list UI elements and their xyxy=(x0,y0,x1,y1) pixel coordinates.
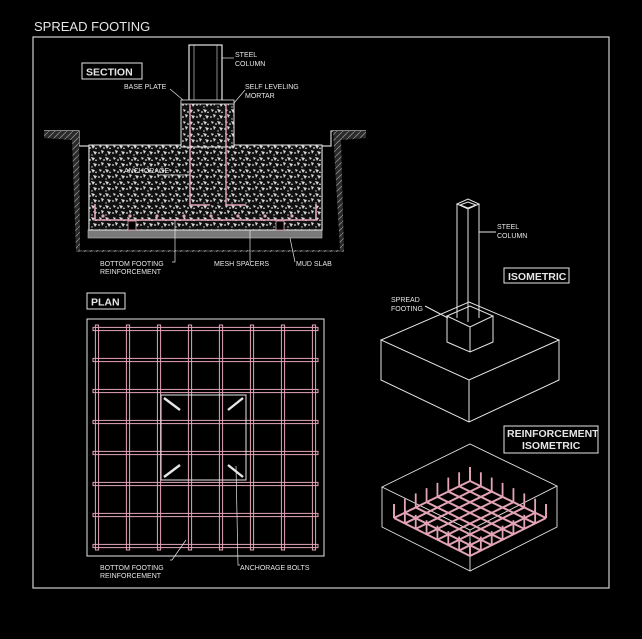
iso-rebar-bar xyxy=(426,495,504,536)
mud-slab xyxy=(87,229,323,239)
iso-rebar-bar xyxy=(447,490,525,530)
bottom-rebar-section xyxy=(94,204,317,221)
plan-lbl-bottom-footing-1: BOTTOM FOOTING xyxy=(100,565,164,572)
iso-rebar-bar xyxy=(436,495,514,536)
plan-rebar-vertical xyxy=(249,324,255,551)
iso-rebar-bar xyxy=(404,485,482,525)
plan-rebar-vertical xyxy=(311,324,317,551)
section-heading: SECTION xyxy=(86,67,133,79)
plan-rebar-vertical xyxy=(187,324,193,551)
plan-heading: PLAN xyxy=(91,297,120,309)
iso-lbl-spread-footing-1: SPREAD xyxy=(391,297,420,304)
footing-concrete xyxy=(88,144,323,231)
plan-rebar-horizontal xyxy=(92,419,319,425)
lbl-mud-slab: MUD SLAB xyxy=(296,261,332,268)
plan-rebar-horizontal xyxy=(92,481,319,487)
iso-rebar-bar xyxy=(426,501,504,541)
plan-lbl-bottom-footing-2: REINFORCEMENT xyxy=(100,573,162,580)
lbl-bottom-footing-1: BOTTOM FOOTING xyxy=(100,261,164,268)
iso-rebar-bar xyxy=(415,490,493,530)
lbl-self-leveling-2: MORTAR xyxy=(245,93,275,100)
isometric-heading-box xyxy=(503,267,570,284)
isometric-view xyxy=(379,198,561,423)
lbl-bottom-footing-2: REINFORCEMENT xyxy=(100,269,162,276)
plan-rebar-vertical xyxy=(218,324,224,551)
plan-footing-outline xyxy=(86,318,325,557)
mesh-spacer-left xyxy=(127,220,137,231)
section-heading-box xyxy=(81,62,143,80)
lbl-anchorage: ANCHORAGE xyxy=(124,168,169,175)
lbl-mesh-spacers: MESH SPACERS xyxy=(214,261,269,268)
plan-lbl-anchorage-bolts: ANCHORAGE BOLTS xyxy=(240,565,310,572)
anchor-bolt-right xyxy=(225,104,246,206)
section-view: SECTION xyxy=(44,44,366,276)
plan-pedestal xyxy=(160,394,247,481)
plan-rebar-vertical xyxy=(125,324,131,551)
iso-rebar-bar xyxy=(469,480,547,519)
iso-rebar-bar xyxy=(393,517,471,557)
iso-rebar-bar xyxy=(447,506,525,547)
iso-lbl-spread-footing-2: FOOTING xyxy=(391,306,423,313)
isometric-heading: ISOMETRIC xyxy=(508,271,567,283)
reinforcement-isometric-view xyxy=(380,443,559,572)
anchor-bolt-left xyxy=(189,104,210,206)
lbl-base-plate: BASE PLATE xyxy=(124,84,167,91)
plan-rebar-horizontal xyxy=(92,512,319,518)
plan-rebar-horizontal xyxy=(92,388,319,394)
reinf-iso-heading-box xyxy=(503,425,599,454)
iso-rebar-bar xyxy=(415,506,493,547)
lbl-self-leveling-1: SELF LEVELING xyxy=(245,84,299,91)
reinf-iso-heading-1: REINFORCEMENT xyxy=(507,428,599,440)
plan-view: PLAN BOTTOM FOOTING REINFORCEMENT ANCHOR… xyxy=(86,292,325,580)
lbl-steel-column-1: STEEL xyxy=(235,52,257,59)
plan-heading-box xyxy=(86,292,126,310)
lbl-steel-column-2: COLUMN xyxy=(235,61,265,68)
iso-rebar-grid xyxy=(393,467,547,557)
mesh-spacer-right xyxy=(275,220,285,231)
iso-rebar-bar xyxy=(404,511,482,552)
sheet-border xyxy=(32,36,610,589)
iso-rebar-bar xyxy=(458,485,536,525)
plan-rebar-vertical xyxy=(94,324,100,551)
iso-rebar-bar xyxy=(458,511,536,552)
soil-hatch xyxy=(44,131,366,252)
plan-rebar-horizontal xyxy=(92,357,319,363)
iso-rebar-bar xyxy=(436,501,514,541)
plan-rebar-horizontal xyxy=(92,326,319,332)
iso-lbl-steel-column-1: STEEL xyxy=(497,224,519,231)
rebar-dots xyxy=(101,214,294,218)
iso-rebar-bar xyxy=(393,480,471,519)
plan-anchor-bolts xyxy=(163,397,244,478)
plan-rebar-vertical xyxy=(280,324,286,551)
iso-lbl-steel-column-2: COLUMN xyxy=(497,233,527,240)
plan-rebar-grid xyxy=(92,324,319,551)
plan-rebar-horizontal xyxy=(92,450,319,456)
iso-rebar-bar xyxy=(469,517,547,557)
base-plate xyxy=(180,99,235,105)
drawing-title: SPREAD FOOTING xyxy=(34,19,150,34)
reinf-iso-heading-2: ISOMETRIC xyxy=(522,440,581,452)
plan-rebar-horizontal xyxy=(92,543,319,549)
